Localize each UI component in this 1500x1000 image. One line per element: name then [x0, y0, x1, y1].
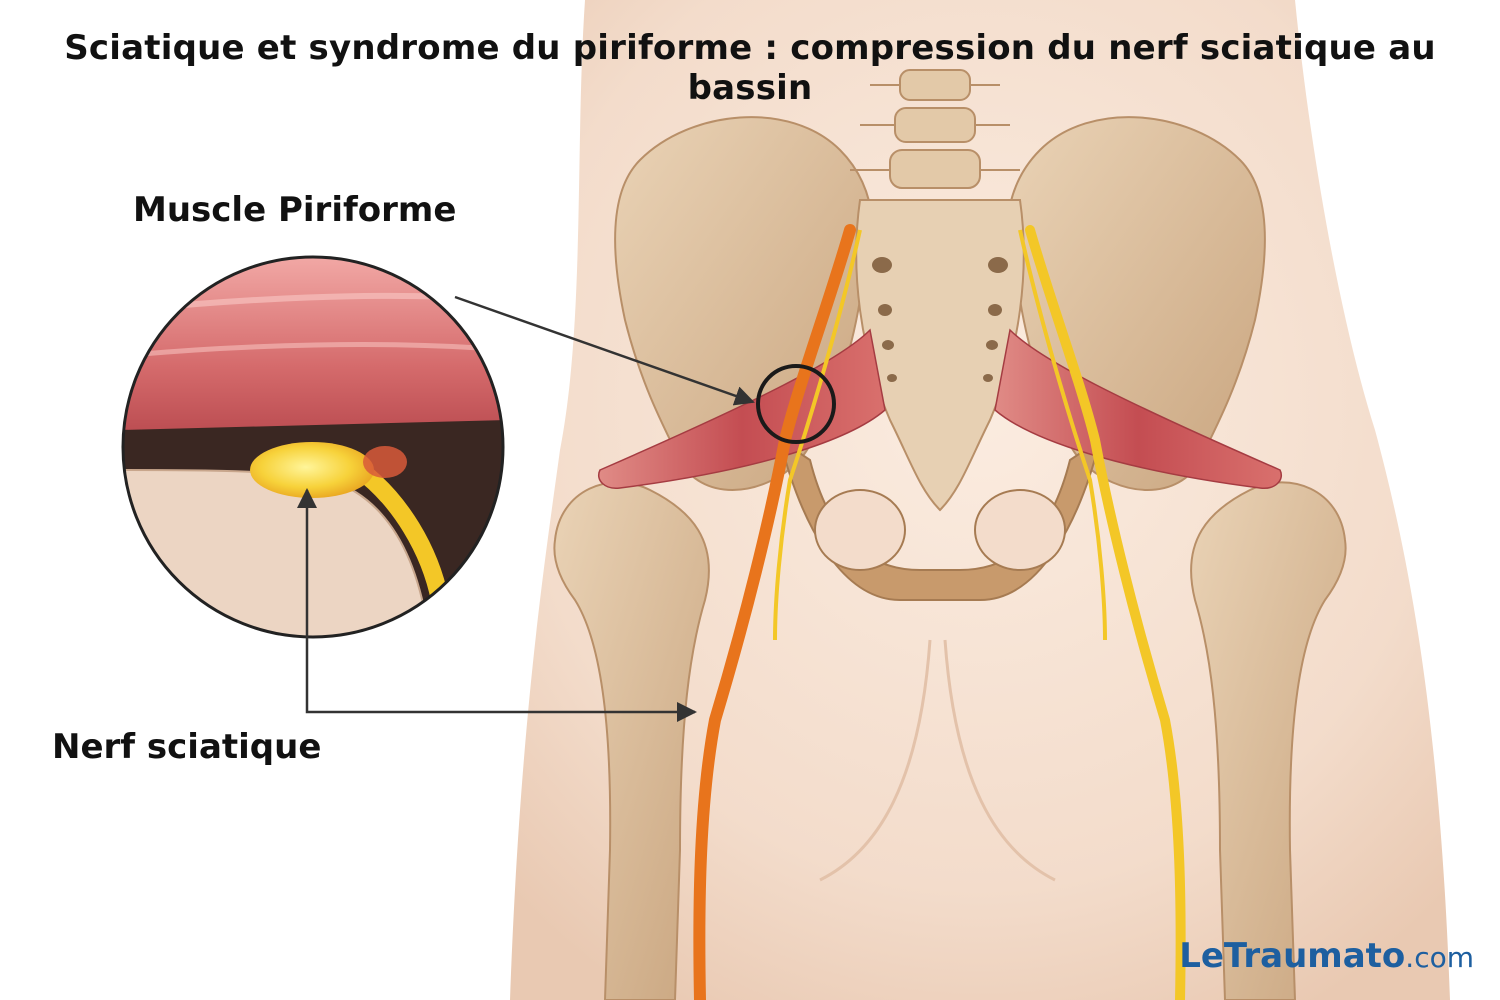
watermark-suffix: .com [1405, 941, 1474, 974]
label-nerf-sciatique: Nerf sciatique [52, 727, 321, 767]
watermark-brand: LeTraumato [1179, 936, 1405, 976]
figure-title: Sciatique et syndrome du piriforme : com… [0, 28, 1500, 108]
brand-watermark: LeTraumato.com [1179, 936, 1474, 976]
compressed-nerve-bulge [250, 442, 374, 498]
label-muscle-piriforme: Muscle Piriforme [133, 190, 456, 230]
